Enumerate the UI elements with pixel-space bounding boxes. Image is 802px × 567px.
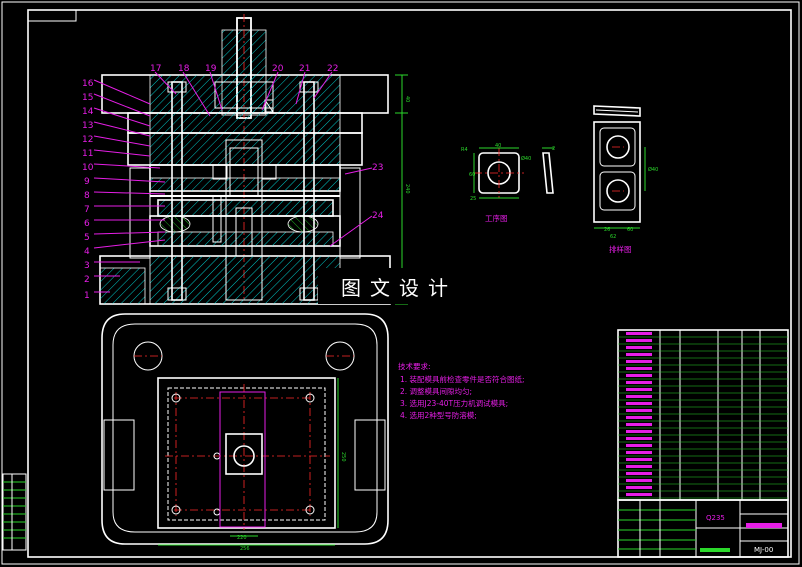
callout-17: 17 (150, 64, 161, 74)
parts-list-cell-mark (626, 346, 652, 349)
wp-dim-hole: Ø40 (521, 155, 531, 162)
title-material: Q235 (706, 514, 725, 522)
dim-die-height: 240 (404, 184, 410, 194)
parts-list (617, 329, 789, 501)
parts-list-cell-mark (626, 458, 652, 461)
callout-16: 16 (82, 79, 94, 89)
layout-dim-3: Ø40 (648, 166, 658, 173)
wp-dim-r: R4 (461, 147, 468, 153)
note-4: 4. 选用2种型号防溶模; (400, 410, 477, 420)
callout-9: 9 (84, 177, 90, 187)
workpiece-label: 工序图 (485, 213, 508, 223)
wp-dim-side: 25 (470, 196, 476, 202)
parts-list-cell-mark (626, 353, 652, 356)
callout-23: 23 (372, 163, 383, 173)
callout-21: 21 (299, 64, 310, 74)
callout-19: 19 (205, 64, 217, 74)
parts-list-cell-mark (626, 332, 652, 335)
layout-dim-2: 60 (627, 227, 633, 233)
parts-list-cell-mark (626, 395, 652, 398)
parts-list-cell-mark (626, 465, 652, 468)
parts-list-cell-mark (626, 409, 652, 412)
watermark: 图文设计 (318, 268, 480, 304)
callout-3: 3 (84, 261, 90, 271)
parts-list-cell-mark (626, 437, 652, 440)
parts-list-cell-mark (626, 430, 652, 433)
callout-12: 12 (82, 135, 93, 145)
parts-list-cell-mark (626, 381, 652, 384)
callout-18: 18 (178, 64, 190, 74)
callout-1: 1 (84, 291, 90, 301)
parts-list-cell-mark (626, 367, 652, 370)
wp-dim-thickness: 2 (552, 146, 555, 152)
callout-6: 6 (84, 219, 90, 229)
layout-label: 排样图 (609, 244, 632, 254)
title-drawing-no: MJ-00 (754, 546, 773, 554)
parts-list-cell-mark (626, 479, 652, 482)
callout-13: 13 (82, 121, 93, 131)
plan-view: 220 256 250 (101, 313, 389, 552)
parts-list-cell-mark (626, 486, 652, 489)
section-view: 40 240 (82, 14, 410, 305)
parts-list-cell-mark (626, 388, 652, 391)
dim-plan-height: 250 (340, 452, 346, 462)
callout-2: 2 (84, 275, 90, 285)
parts-list-cell-mark (626, 423, 652, 426)
strip-layout: 26 60 Ø40 62 排样图 (593, 105, 658, 254)
parts-list-cell-mark (626, 451, 652, 454)
inner-frame (27, 9, 792, 558)
callout-22: 22 (327, 64, 338, 74)
callout-24: 24 (372, 211, 384, 221)
technical-notes: 技术要求: 1. 装配模具前检查零件是否符合图纸; 2. 调整模具间隙均匀; 3… (398, 361, 525, 420)
parts-list-cell-mark (626, 374, 652, 377)
notes-title: 技术要求: (398, 361, 431, 371)
callout-11: 11 (82, 149, 93, 159)
callout-10: 10 (82, 163, 94, 173)
callout-20: 20 (272, 64, 284, 74)
parts-list-cell-mark (626, 339, 652, 342)
parts-list-cell-mark (626, 402, 652, 405)
dim-top-plate: 40 (404, 96, 410, 102)
dim-plan-width-a: 220 (237, 535, 247, 541)
callout-15: 15 (82, 93, 93, 103)
callout-14: 14 (82, 107, 94, 117)
parts-list-cell-mark (626, 493, 652, 496)
note-2: 2. 调整模具间隙均匀; (400, 386, 472, 396)
callout-8: 8 (84, 191, 90, 201)
title-block: Q235 MJ-00 (617, 499, 789, 558)
parts-list-cell-mark (626, 360, 652, 363)
callout-5: 5 (84, 233, 90, 243)
wp-dim-width: 40 (495, 143, 501, 149)
workpiece-drawing: R4 40 Ø40 60 25 2 工序图 (461, 143, 555, 223)
layout-dim-1: 26 (604, 227, 610, 233)
note-3: 3. 选用J23-40T压力机调试模具; (400, 398, 508, 408)
note-1: 1. 装配模具前检查零件是否符合图纸; (400, 374, 525, 384)
dim-plan-width-b: 256 (240, 546, 250, 552)
side-strip-table (2, 473, 27, 551)
parts-list-cell-mark (626, 472, 652, 475)
layout-dim-4: 62 (610, 234, 616, 240)
parts-list-cell-mark (626, 444, 652, 447)
wp-dim-height: 60 (469, 172, 475, 178)
callout-4: 4 (84, 247, 90, 257)
corner-box (27, 9, 77, 22)
parts-list-cell-mark (626, 416, 652, 419)
callout-7: 7 (84, 205, 90, 215)
